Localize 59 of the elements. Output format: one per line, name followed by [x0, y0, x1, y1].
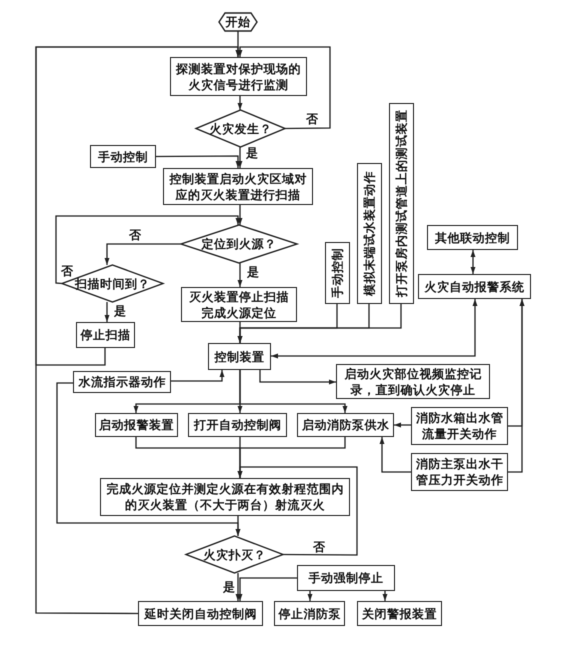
arrow [35, 46, 240, 614]
process-box: 手动控制 [325, 242, 350, 304]
process-box: 停止消防泵 [274, 601, 345, 626]
decision-diamond: 定位到火源？ [181, 225, 297, 263]
process-box: 完成火源定位并测定火源在有效射程范围内的灭火装置（不大于两台）射流灭火 [100, 478, 350, 516]
edge-label: 否 [312, 541, 326, 554]
arrow [104, 243, 181, 265]
arrow [382, 591, 388, 601]
arrow [236, 516, 240, 536]
arrow [380, 437, 411, 473]
arrow [238, 147, 242, 168]
arrow [236, 573, 240, 601]
process-box: 消防水箱出水管流量开关动作 [411, 407, 508, 445]
arrow [104, 302, 110, 322]
arrow [271, 299, 478, 358]
process-box: 关闭警报装置 [357, 601, 442, 626]
arrow [508, 299, 524, 473]
arrow [259, 370, 336, 384]
arrow [239, 370, 348, 413]
process-box: 其他联动控制 [427, 225, 518, 250]
arrow [238, 466, 358, 556]
process-box: 启动火灾部位视频监控记录，直到确认火灾停止 [336, 364, 490, 399]
arrow [238, 263, 242, 287]
arrow [470, 250, 476, 274]
edge-label: 否 [128, 229, 142, 242]
process-box: 探测装置对保护现场的火灾信号进行监测 [170, 57, 307, 96]
process-box: 停止扫描 [76, 322, 135, 348]
process-box: 手动强制停止 [297, 565, 395, 591]
process-box: 火灾自动报警系统 [418, 274, 531, 299]
process-box: 打开自动控制阀 [188, 413, 287, 437]
edge-label: 是 [245, 147, 259, 160]
process-box: 消防主泵出水干管压力开关动作 [411, 453, 508, 491]
edge-label: 是 [113, 305, 127, 318]
decision-diamond: 火灾扑灭？ [186, 536, 283, 573]
arrow [238, 96, 242, 110]
process-box: 控制装置启动火灾区域对应的灭火装置进行扫描 [163, 168, 313, 205]
process-box: 水流指示器动作 [73, 371, 171, 393]
arrow [156, 155, 240, 168]
edge-label: 否 [305, 113, 319, 126]
arrow [55, 215, 240, 284]
process-box: 延时关闭自动控制阀 [138, 601, 263, 626]
arrow [238, 577, 297, 601]
arrow [171, 370, 224, 382]
process-box: 灭火装置停止扫描完成火源定位 [181, 287, 297, 322]
arrow [238, 205, 242, 225]
start-hexagon: 开始 [219, 13, 257, 31]
process-box: 启动报警装置 [95, 413, 178, 437]
process-box: 手动控制 [90, 145, 156, 168]
process-box: 控制装置 [208, 343, 271, 370]
decision-diamond: 火灾发生？ [196, 110, 285, 147]
arrow [238, 304, 402, 343]
arrow [238, 46, 331, 130]
process-box: 打开泵房内测试管道上的测试装置 [389, 103, 414, 304]
process-box: 模拟末端试水装置动作 [357, 163, 382, 304]
edge-label: 是 [246, 266, 260, 279]
arrow [394, 422, 411, 428]
edge-label: 是 [222, 581, 236, 594]
arrow [308, 591, 312, 601]
process-box: 启动消防泵供水 [297, 413, 394, 437]
